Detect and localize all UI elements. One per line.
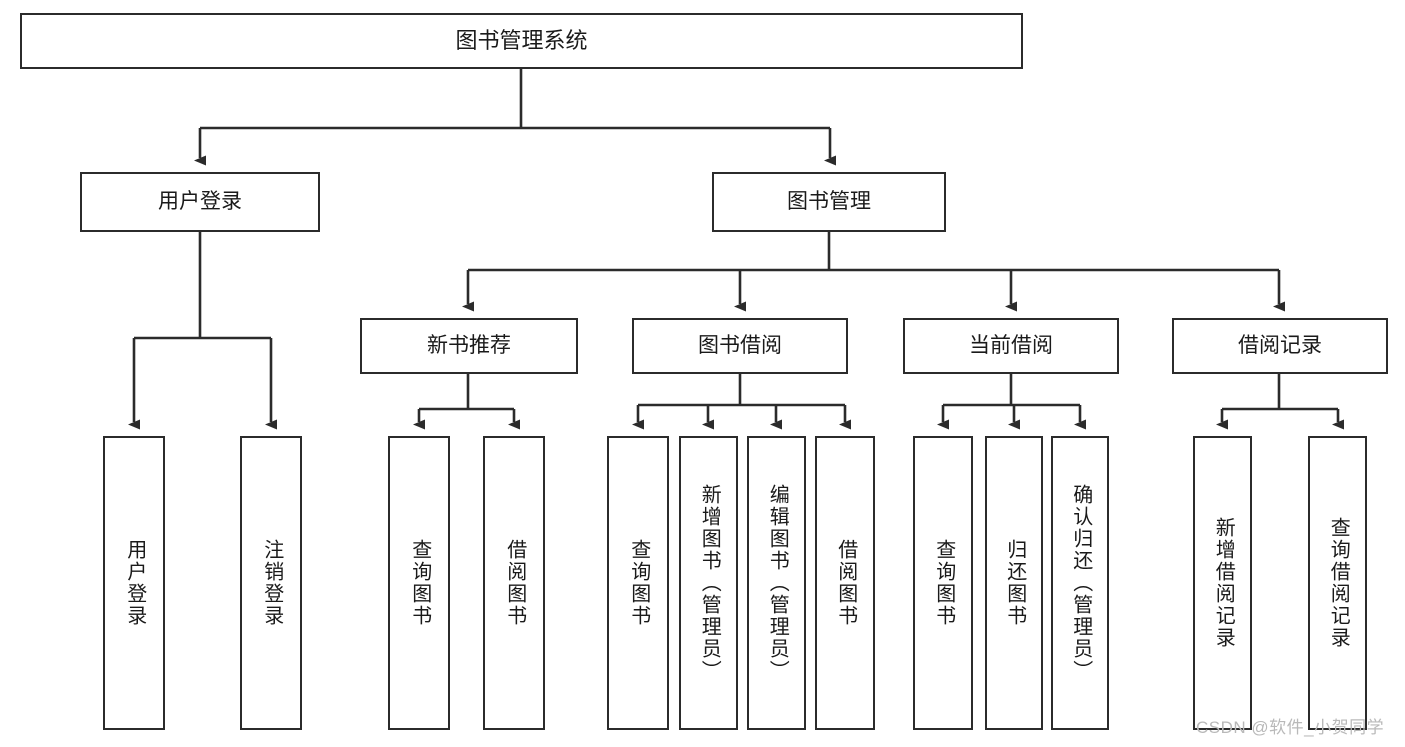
node-leaf-add-book-label: 新增图书（管理员） xyxy=(698,484,721,682)
node-root[interactable]: 图书管理系统 xyxy=(20,13,1023,69)
node-user-login-label: 用户登录 xyxy=(158,189,242,213)
node-leaf-confirm-return-label: 确认归还（管理员） xyxy=(1069,484,1092,682)
node-leaf-user-login-label: 用户登录 xyxy=(123,539,146,627)
node-leaf-query-book-cur[interactable]: 查询图书 xyxy=(913,436,973,730)
node-book-borrow[interactable]: 图书借阅 xyxy=(632,318,848,374)
node-leaf-add-record-label: 新增借阅记录 xyxy=(1212,517,1235,649)
node-borrow-record[interactable]: 借阅记录 xyxy=(1172,318,1388,374)
node-leaf-confirm-return[interactable]: 确认归还（管理员） xyxy=(1051,436,1109,730)
node-leaf-user-login[interactable]: 用户登录 xyxy=(103,436,165,730)
node-leaf-borrow-book-rec-label: 借阅图书 xyxy=(503,539,526,627)
node-leaf-query-book-cur-label: 查询图书 xyxy=(932,539,955,627)
node-leaf-edit-book[interactable]: 编辑图书（管理员） xyxy=(747,436,806,730)
node-leaf-query-book-borrow[interactable]: 查询图书 xyxy=(607,436,669,730)
node-book-manage[interactable]: 图书管理 xyxy=(712,172,946,232)
node-leaf-logout-label: 注销登录 xyxy=(260,539,283,627)
node-current-borrow[interactable]: 当前借阅 xyxy=(903,318,1119,374)
node-leaf-edit-book-label: 编辑图书（管理员） xyxy=(766,484,789,682)
node-user-login[interactable]: 用户登录 xyxy=(80,172,320,232)
node-leaf-borrow-book-label: 借阅图书 xyxy=(834,539,857,627)
node-leaf-borrow-book[interactable]: 借阅图书 xyxy=(815,436,875,730)
node-current-borrow-label: 当前借阅 xyxy=(969,333,1053,357)
node-leaf-borrow-book-rec[interactable]: 借阅图书 xyxy=(483,436,545,730)
node-leaf-add-record[interactable]: 新增借阅记录 xyxy=(1193,436,1252,730)
node-leaf-return-book[interactable]: 归还图书 xyxy=(985,436,1043,730)
node-leaf-query-book-rec[interactable]: 查询图书 xyxy=(388,436,450,730)
node-leaf-query-record[interactable]: 查询借阅记录 xyxy=(1308,436,1367,730)
node-new-book-recommend-label: 新书推荐 xyxy=(427,333,511,357)
node-book-manage-label: 图书管理 xyxy=(787,189,871,213)
node-leaf-logout[interactable]: 注销登录 xyxy=(240,436,302,730)
node-book-borrow-label: 图书借阅 xyxy=(698,333,782,357)
node-leaf-add-book[interactable]: 新增图书（管理员） xyxy=(679,436,738,730)
node-new-book-recommend[interactable]: 新书推荐 xyxy=(360,318,578,374)
node-borrow-record-label: 借阅记录 xyxy=(1238,333,1322,357)
node-leaf-return-book-label: 归还图书 xyxy=(1003,539,1026,627)
node-leaf-query-book-borrow-label: 查询图书 xyxy=(627,539,650,627)
node-leaf-query-book-rec-label: 查询图书 xyxy=(408,539,431,627)
node-leaf-query-record-label: 查询借阅记录 xyxy=(1327,517,1350,649)
node-root-label: 图书管理系统 xyxy=(455,28,588,54)
